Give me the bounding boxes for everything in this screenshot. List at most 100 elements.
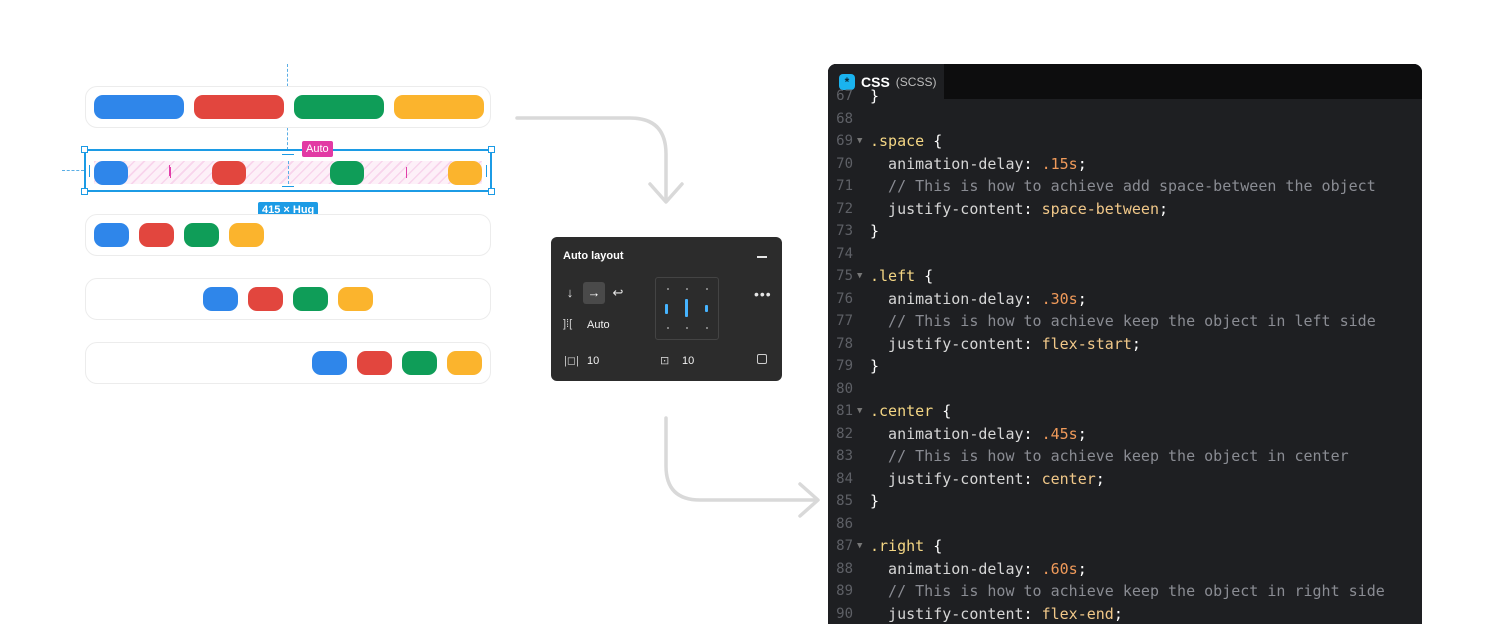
code-line[interactable]: 79} — [828, 355, 1422, 378]
code-line[interactable]: 82 animation-delay: .45s; — [828, 423, 1422, 446]
code-text: // This is how to achieve keep the objec… — [870, 310, 1376, 333]
yellow-pill[interactable] — [394, 95, 484, 119]
code-text: .space { — [870, 130, 942, 153]
code-line[interactable]: 81▼.center { — [828, 400, 1422, 423]
code-text: animation-delay: .60s; — [870, 558, 1087, 581]
code-line[interactable]: 78 justify-content: flex-start; — [828, 333, 1422, 356]
code-line[interactable]: 76 animation-delay: .30s; — [828, 288, 1422, 311]
resize-handle-top-right[interactable] — [488, 146, 495, 153]
code-token-punc: : — [1024, 290, 1042, 308]
horizontal-padding-value[interactable]: 10 — [587, 355, 599, 367]
blue-pill[interactable] — [94, 223, 129, 247]
right-aligned-row[interactable] — [85, 342, 491, 384]
blue-pill[interactable] — [94, 95, 184, 119]
green-pill[interactable] — [402, 351, 437, 375]
red-pill[interactable] — [248, 287, 283, 311]
spacing-icon: ]⁞[ — [563, 318, 572, 330]
green-pill[interactable] — [330, 161, 364, 185]
wrap-icon[interactable]: ↩ — [607, 282, 629, 304]
fold-chevron-icon[interactable]: ▼ — [857, 535, 862, 558]
align-dot[interactable] — [706, 288, 708, 290]
code-token-punc: : — [1024, 335, 1042, 353]
left-aligned-row[interactable] — [85, 214, 491, 256]
code-line[interactable]: 87▼.right { — [828, 535, 1422, 558]
vertical-padding-value[interactable]: 10 — [682, 355, 694, 367]
gap-marker — [169, 165, 170, 176]
code-token-punc: ; — [1078, 155, 1087, 173]
code-text: } — [870, 220, 879, 243]
code-line[interactable]: 69▼ .space { — [828, 130, 1422, 153]
center-aligned-row[interactable] — [85, 278, 491, 320]
code-line[interactable]: 68 — [828, 108, 1422, 131]
code-token-punc: : — [1024, 425, 1042, 443]
yellow-pill[interactable] — [447, 351, 482, 375]
code-token-num: .45s — [1042, 425, 1078, 443]
code-line[interactable]: 70 animation-delay: .15s; — [828, 153, 1422, 176]
code-line[interactable]: 71 // This is how to achieve add space-b… — [828, 175, 1422, 198]
resize-handle-bottom-right[interactable] — [488, 188, 495, 195]
line-number: 71 — [828, 175, 853, 198]
code-line[interactable]: 86 — [828, 513, 1422, 536]
align-dot[interactable] — [667, 288, 669, 290]
blue-pill[interactable] — [203, 287, 238, 311]
more-icon[interactable]: ••• — [754, 286, 772, 302]
clip-content-icon[interactable] — [757, 354, 767, 364]
align-bar[interactable] — [705, 305, 708, 312]
fold-chevron-icon[interactable]: ▼ — [857, 400, 862, 423]
code-line[interactable]: 75▼.left { — [828, 265, 1422, 288]
fold-chevron-icon[interactable]: ▼ — [857, 265, 862, 288]
red-pill[interactable] — [212, 161, 246, 185]
center-guide-line — [288, 161, 289, 184]
align-bar[interactable] — [665, 304, 668, 314]
blue-pill[interactable] — [94, 161, 128, 185]
green-pill[interactable] — [294, 95, 384, 119]
green-pill[interactable] — [293, 287, 328, 311]
panel-title: Auto layout — [563, 250, 624, 262]
red-pill[interactable] — [194, 95, 284, 119]
gap-marker — [170, 167, 171, 178]
resize-handle-top-left[interactable] — [81, 146, 88, 153]
fold-chevron-icon[interactable]: ▼ — [857, 130, 862, 153]
code-line[interactable]: 80 — [828, 378, 1422, 401]
space-between-row[interactable] — [85, 86, 491, 128]
code-line[interactable]: 67} — [828, 85, 1422, 108]
yellow-pill[interactable] — [338, 287, 373, 311]
code-line[interactable]: 85} — [828, 490, 1422, 513]
code-line[interactable]: 84 justify-content: center; — [828, 468, 1422, 491]
code-line[interactable]: 83 // This is how to achieve keep the ob… — [828, 445, 1422, 468]
yellow-pill[interactable] — [448, 161, 482, 185]
code-token-punc: ; — [1078, 290, 1087, 308]
minus-icon[interactable] — [757, 256, 767, 258]
code-token-val: flex-end — [1042, 605, 1114, 623]
align-dot[interactable] — [686, 288, 688, 290]
red-pill[interactable] — [139, 223, 174, 247]
align-dot[interactable] — [686, 327, 688, 329]
align-dot[interactable] — [667, 327, 669, 329]
resize-handle-bottom-left[interactable] — [81, 188, 88, 195]
code-token-punc: ; — [1132, 335, 1141, 353]
align-bar[interactable] — [685, 299, 688, 317]
code-line[interactable]: 72 justify-content: space-between; — [828, 198, 1422, 221]
yellow-pill[interactable] — [229, 223, 264, 247]
auto-gap-label: Auto — [302, 141, 333, 157]
code-line[interactable]: 73} — [828, 220, 1422, 243]
green-pill[interactable] — [184, 223, 219, 247]
spacing-mode-value[interactable]: Auto — [587, 319, 610, 331]
code-token-com: // This is how to achieve keep the objec… — [870, 447, 1349, 465]
arrow-down-icon[interactable]: ↓ — [559, 282, 581, 304]
red-pill[interactable] — [357, 351, 392, 375]
code-line[interactable]: 77 // This is how to achieve keep the ob… — [828, 310, 1422, 333]
alignment-grid[interactable] — [655, 277, 719, 340]
line-number: 69 — [828, 130, 853, 153]
code-token-punc: } — [870, 222, 879, 240]
blue-pill[interactable] — [312, 351, 347, 375]
line-number: 81 — [828, 400, 853, 423]
code-line[interactable]: 88 animation-delay: .60s; — [828, 558, 1422, 581]
arrow-right-icon[interactable]: → — [583, 282, 605, 304]
code-line[interactable]: 90 justify-content: flex-end; — [828, 603, 1422, 624]
code-line[interactable]: 74 — [828, 243, 1422, 266]
align-dot[interactable] — [706, 327, 708, 329]
code-line[interactable]: 89 // This is how to achieve keep the ob… — [828, 580, 1422, 603]
code-token-prop: animation-delay — [870, 560, 1024, 578]
